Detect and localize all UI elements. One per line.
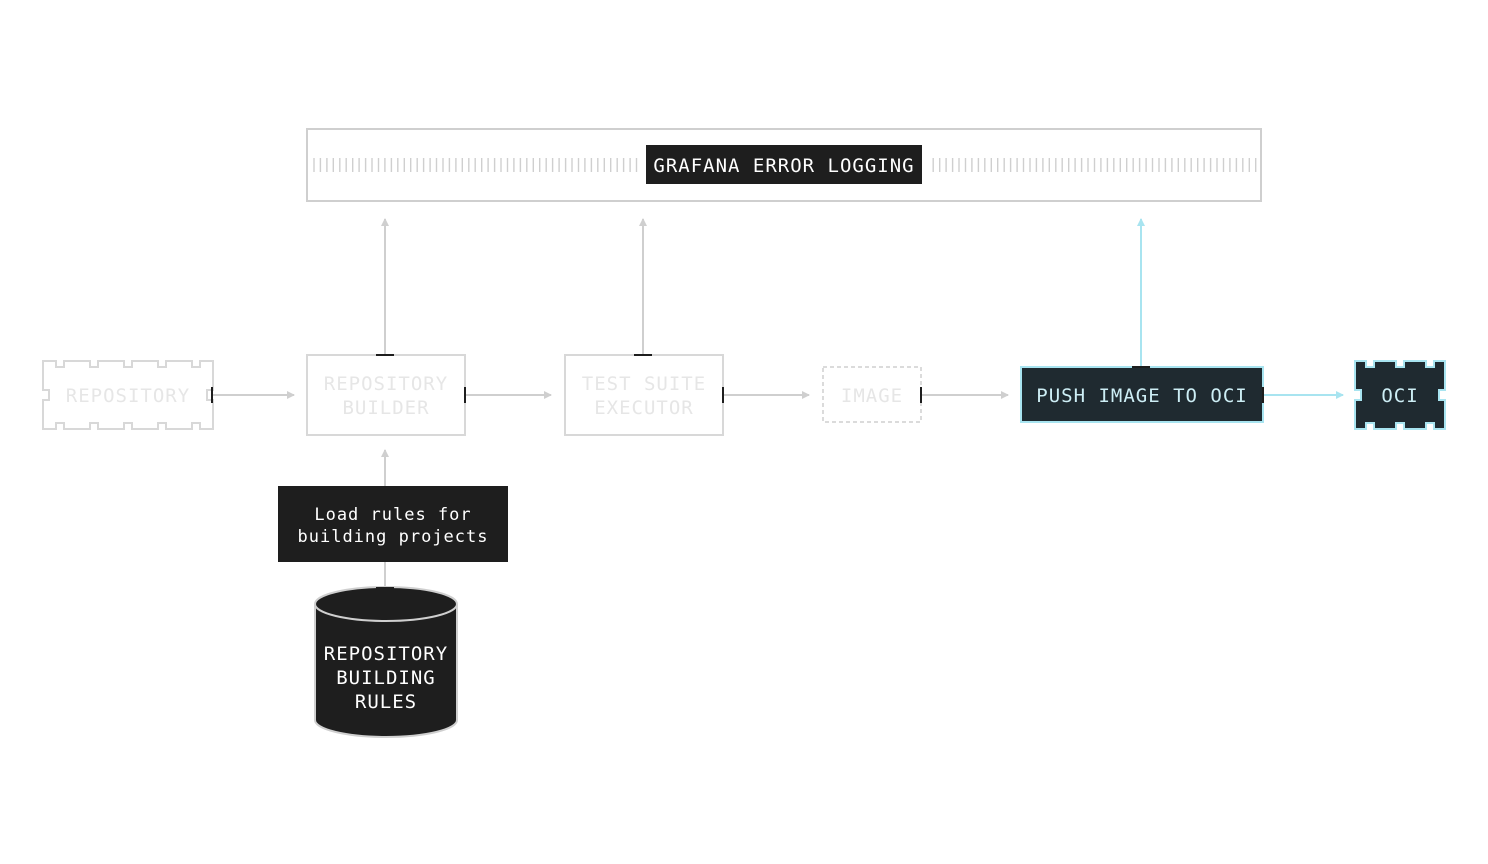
push-image-box	[1020, 366, 1264, 423]
repository-outline	[42, 360, 214, 430]
oci-label: OCI	[1381, 385, 1418, 407]
test-suite-executor-label-line2: EXECUTOR	[594, 397, 694, 419]
load-rules-line2: building projects	[298, 527, 489, 547]
oci-node: OCI	[1354, 360, 1446, 430]
repository-label: REPOSITORY	[66, 385, 190, 407]
load-rules-box	[278, 486, 508, 562]
oci-outline	[1354, 360, 1446, 430]
test-suite-executor-box	[564, 354, 724, 436]
logging-bar-ticks	[313, 158, 1257, 172]
database-body	[314, 604, 458, 738]
repository-builder-label-line1: REPOSITORY	[324, 373, 448, 395]
database-top	[314, 586, 458, 622]
load-rules-line1: Load rules for	[314, 505, 471, 525]
image-node: IMAGE	[822, 366, 922, 423]
test-suite-executor-label-line1: TEST SUITE	[582, 373, 706, 395]
image-label: IMAGE	[841, 385, 903, 407]
logging-title-box	[646, 145, 922, 184]
logging-title: GRAFANA ERROR LOGGING	[653, 155, 914, 177]
repository-builder-box	[306, 354, 466, 436]
repository-builder-label-line2: BUILDER	[342, 397, 429, 419]
building-rules-line2: BUILDING	[336, 667, 436, 689]
building-rules-line3: RULES	[355, 691, 417, 713]
repository-node: REPOSITORY	[42, 360, 214, 430]
push-image-node: PUSH IMAGE TO OCI	[1020, 366, 1264, 423]
load-rules-node: Load rules for building projects	[278, 486, 508, 562]
image-box	[822, 366, 922, 423]
grafana-logging-bar: GRAFANA ERROR LOGGING	[306, 128, 1262, 202]
push-image-label: PUSH IMAGE TO OCI	[1036, 385, 1247, 407]
test-suite-executor-node: TEST SUITE EXECUTOR	[564, 354, 724, 436]
repository-builder-node: REPOSITORY BUILDER	[306, 354, 466, 436]
building-rules-database: REPOSITORY BUILDING RULES	[314, 586, 458, 738]
building-rules-line1: REPOSITORY	[324, 643, 448, 665]
